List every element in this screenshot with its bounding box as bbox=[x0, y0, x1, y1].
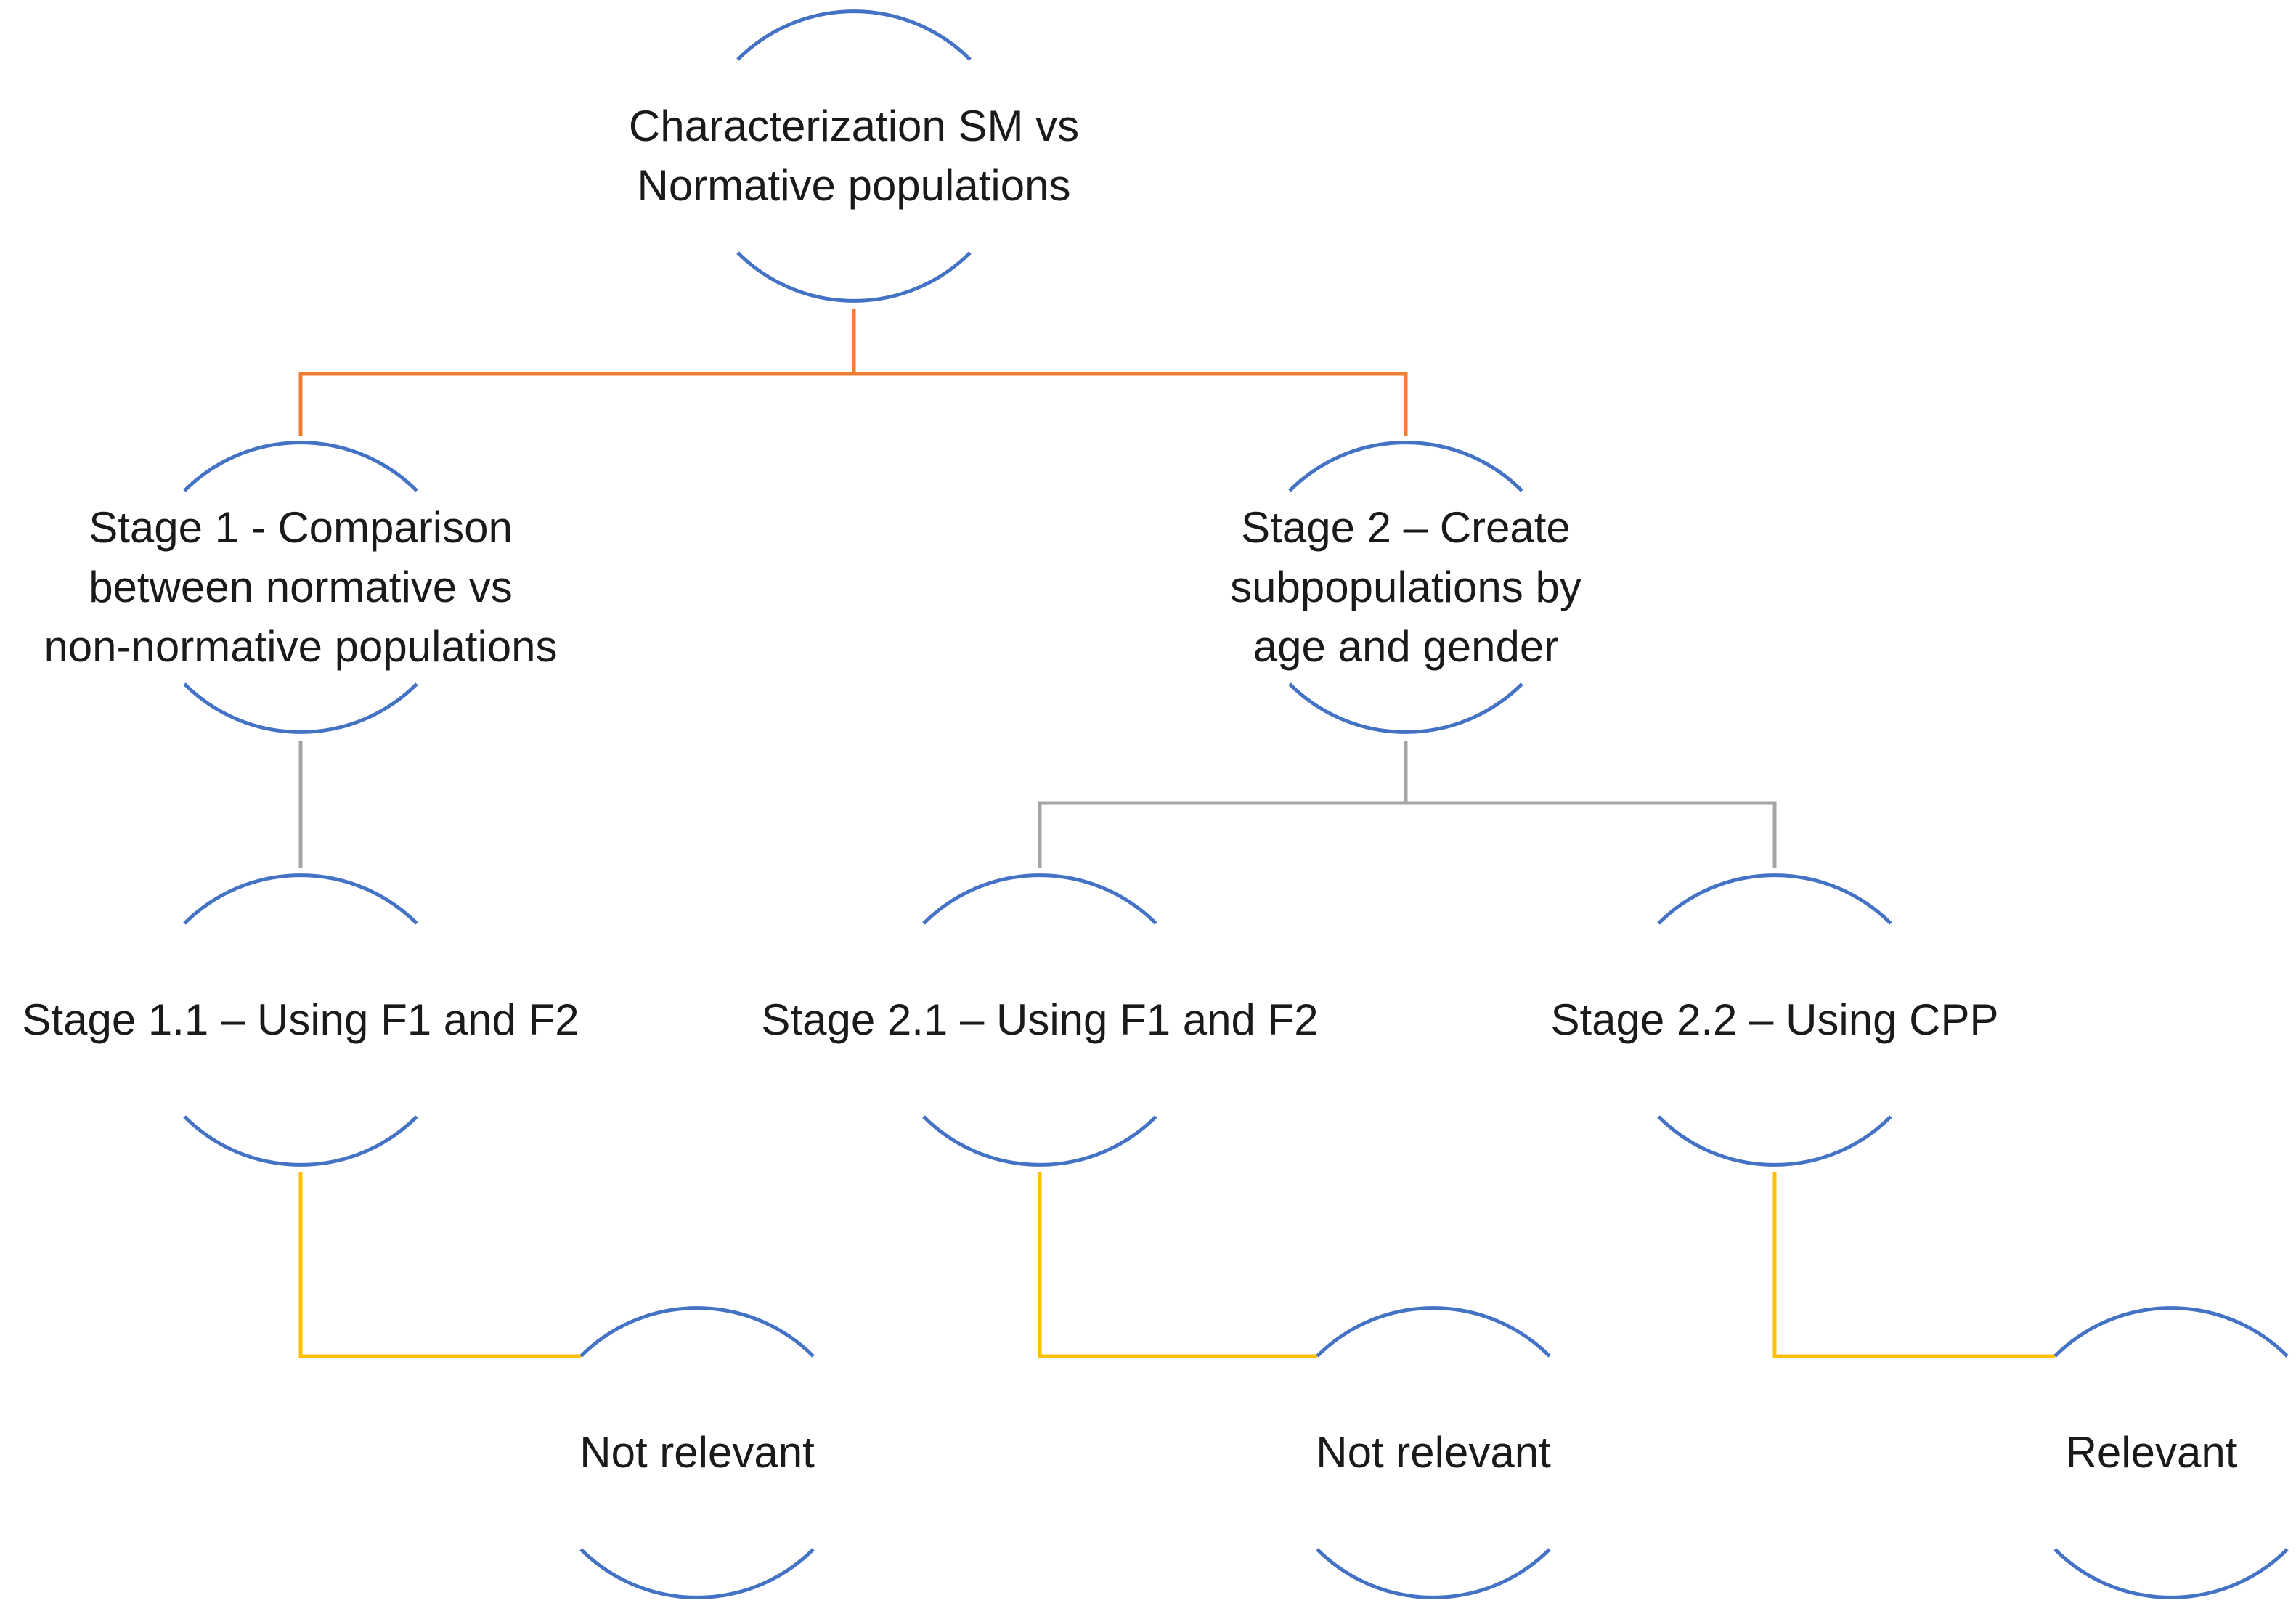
stage2-1-label: Stage 2.1 – Using F1 and F2 bbox=[761, 995, 1319, 1044]
stage2-2-arc-top bbox=[1657, 873, 1892, 925]
outcome2-label: Not relevant bbox=[1316, 1428, 1551, 1477]
stage2-1-arc-bottom bbox=[922, 1115, 1157, 1167]
root-label-line-2: Normative populations bbox=[637, 161, 1071, 210]
stage2-arc-top bbox=[1288, 441, 1523, 492]
stage2-2-label: Stage 2.2 – Using CPP bbox=[1550, 995, 1999, 1044]
connector-stage2-2-to-outcome bbox=[1772, 1172, 2055, 1358]
outcome2-arc-bottom bbox=[1316, 1548, 1551, 1599]
stage2-label-line-2: subpopulations by bbox=[1230, 563, 1581, 611]
stage1-label-line-1: Stage 1 - Comparison bbox=[89, 503, 513, 552]
outcome3-label: Relevant bbox=[2065, 1428, 2238, 1477]
stage2-1-node-label: Stage 2.1 – Using F1 and F2 bbox=[742, 990, 1338, 1050]
stage1-node-shape bbox=[183, 441, 418, 734]
outcome3-arc-top bbox=[2053, 1306, 2289, 1358]
stage2-node-shape bbox=[1288, 441, 1523, 734]
connector-root-to-stages bbox=[298, 309, 1408, 436]
outcome3-node-shape bbox=[2053, 1306, 2289, 1599]
outcome2-node-shape bbox=[1316, 1306, 1551, 1599]
stage2-arc-bottom bbox=[1288, 682, 1523, 734]
stage1-node-label: Stage 1 - Comparison between normative v… bbox=[3, 498, 598, 677]
connectors bbox=[298, 309, 2055, 1358]
stage1-1-node-label: Stage 1.1 – Using F1 and F2 bbox=[3, 990, 598, 1050]
stage1-1-node-shape bbox=[183, 873, 418, 1167]
outcome1-node-shape bbox=[579, 1306, 815, 1599]
stage1-arc-bottom bbox=[183, 682, 418, 734]
stage1-label-line-2: between normative vs bbox=[89, 563, 513, 611]
stage1-1-arc-top bbox=[183, 873, 418, 925]
outcome3-arc-bottom bbox=[2053, 1548, 2289, 1599]
stage1-1-label: Stage 1.1 – Using F1 and F2 bbox=[22, 995, 579, 1044]
connector-stage1-1-to-outcome bbox=[298, 1172, 581, 1358]
stage2-1-node-shape bbox=[922, 873, 1157, 1167]
root-arc-bottom bbox=[736, 251, 972, 303]
stage1-1-arc-bottom bbox=[183, 1115, 418, 1167]
outcome2-node-label: Not relevant bbox=[1216, 1423, 1651, 1482]
root-arc-top bbox=[736, 9, 972, 61]
stage2-2-node-label: Stage 2.2 – Using CPP bbox=[1484, 990, 2065, 1050]
outcome1-node-label: Not relevant bbox=[479, 1423, 915, 1482]
stage2-label-line-3: age and gender bbox=[1253, 622, 1559, 671]
outcome3-node-label: Relevant bbox=[2011, 1423, 2292, 1482]
stage2-label-line-1: Stage 2 – Create bbox=[1241, 503, 1571, 552]
stage2-1-arc-top bbox=[922, 873, 1157, 925]
outcome2-arc-top bbox=[1316, 1306, 1551, 1358]
root-label-line-1: Characterization SM vs bbox=[628, 102, 1080, 150]
outcome1-label: Not relevant bbox=[579, 1428, 815, 1477]
stage1-label-line-3: non-normative populations bbox=[44, 622, 558, 671]
root-node-shape bbox=[736, 9, 972, 303]
outcome1-arc-top bbox=[579, 1306, 815, 1358]
outcome1-arc-bottom bbox=[579, 1548, 815, 1599]
stage2-2-node-shape bbox=[1657, 873, 1892, 1167]
node-arcs bbox=[183, 9, 2289, 1599]
connector-stage2-to-substages bbox=[1038, 741, 1777, 868]
connector-stage2-1-to-outcome bbox=[1038, 1172, 1317, 1358]
stage2-2-arc-bottom bbox=[1657, 1115, 1892, 1167]
stage2-node-label: Stage 2 – Create subpopulations by age a… bbox=[1115, 498, 1696, 677]
stage1-arc-top bbox=[183, 441, 418, 492]
root-node-label: Characterization SM vs Normative populat… bbox=[563, 97, 1144, 216]
